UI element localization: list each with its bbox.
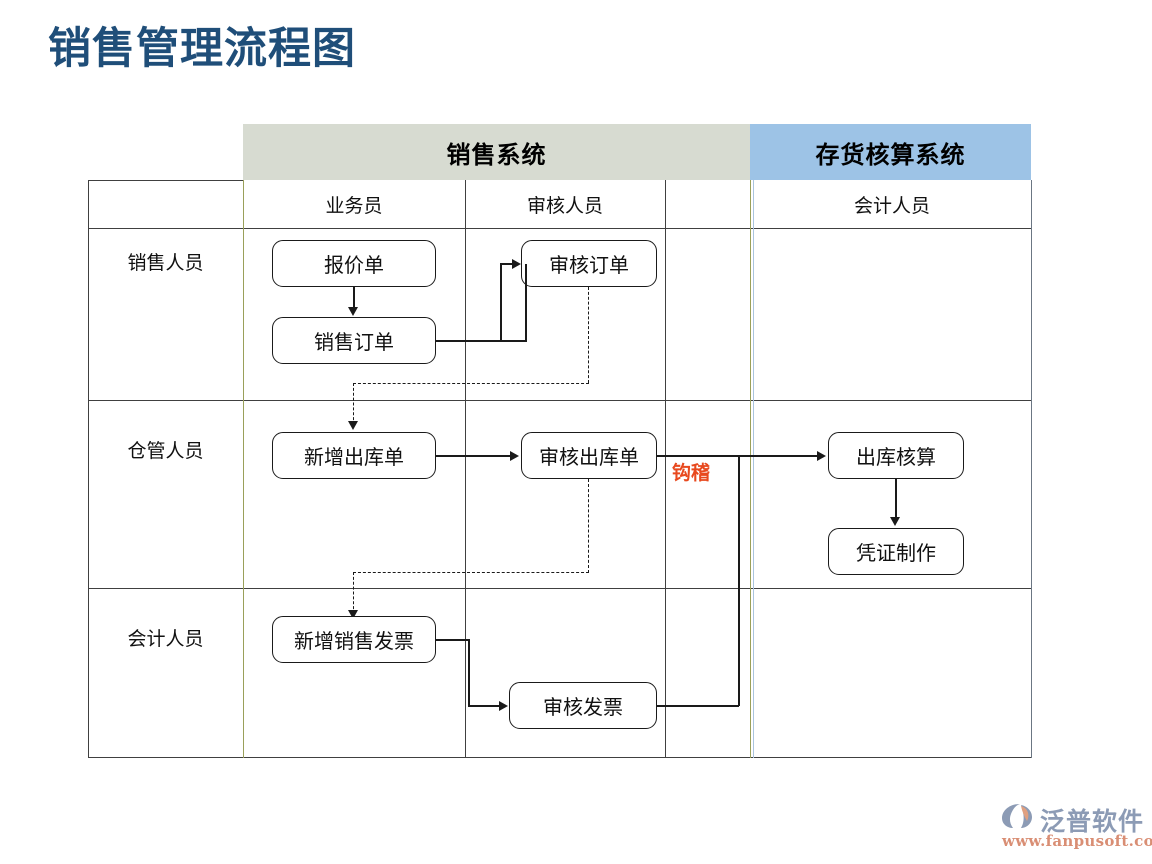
table-row-divider-2 (88, 588, 1032, 589)
node-outbound-accounting-label: 出库核算 (856, 445, 936, 469)
arrowhead-quotation-to-sales-order (348, 307, 358, 316)
row-label-sales-staff: 销售人员 (88, 236, 243, 308)
connector-new-invoice-right (436, 639, 470, 641)
node-voucher-creation[interactable]: 凭证制作 (828, 528, 964, 575)
node-audit-outbound[interactable]: 审核出库单 (521, 432, 657, 479)
fanpu-logo-icon (1002, 804, 1032, 828)
node-sales-order[interactable]: 销售订单 (272, 317, 436, 364)
annotation-reconcile-label: 钩稽 (672, 462, 711, 484)
watermark-brand: 泛普软件 (1040, 807, 1145, 836)
connector-quotation-to-sales-order (353, 287, 355, 308)
node-sales-order-label: 销售订单 (314, 330, 394, 354)
table-col-divider-inventory-left (753, 180, 754, 758)
table-col-divider-sales-left (243, 180, 244, 758)
arrowhead-dashed-to-new-outbound (348, 421, 358, 430)
table-border-right (1031, 180, 1032, 758)
table-row-divider-1 (88, 400, 1032, 401)
node-audit-order[interactable]: 审核订单 (521, 240, 657, 287)
arrowhead-sales-order-to-audit-order (512, 259, 521, 269)
node-outbound-accounting[interactable]: 出库核算 (828, 432, 964, 479)
row-label-accounting-staff-text: 会计人员 (127, 628, 204, 650)
connector-dashed-to-new-outbound (353, 383, 354, 425)
arrowhead-to-outbound-accounting (817, 451, 826, 461)
connector-new-outbound-to-audit-outbound (436, 455, 512, 457)
column-label-spacer (665, 180, 750, 228)
connector-dashed-audit-outbound-down (588, 479, 589, 573)
table-border-bottom (88, 757, 1032, 758)
node-audit-invoice-label: 审核发票 (543, 695, 623, 719)
node-quotation-label: 报价单 (324, 253, 384, 277)
arrowhead-new-outbound-to-audit-outbound (510, 451, 519, 461)
node-audit-invoice[interactable]: 审核发票 (509, 682, 657, 729)
row-label-sales-staff-text: 销售人员 (127, 252, 204, 274)
connector-into-audit-order (500, 263, 514, 265)
annotation-reconcile: 钩稽 (672, 458, 710, 485)
connector-sales-order-up (525, 264, 527, 342)
connector-accounting-to-voucher (895, 479, 897, 519)
arrowhead-to-audit-invoice (499, 701, 508, 711)
column-label-salesperson: 业务员 (243, 180, 465, 228)
column-label-salesperson-text: 业务员 (325, 194, 383, 217)
node-quotation[interactable]: 报价单 (272, 240, 436, 287)
row-label-warehouse-staff: 仓管人员 (88, 424, 243, 496)
table-border-header-bottom (88, 228, 1032, 229)
watermark: 泛普软件 www.fanpusoft.com (998, 800, 1152, 858)
column-label-auditor: 审核人员 (465, 180, 665, 228)
column-label-accountant: 会计人员 (753, 180, 1031, 228)
connector-new-invoice-to-audit-invoice (468, 705, 501, 707)
connector-sales-order-riser (500, 263, 502, 341)
table-border-top-left (88, 180, 244, 181)
node-audit-order-label: 审核订单 (549, 253, 629, 277)
column-label-accountant-text: 会计人员 (853, 194, 930, 217)
arrowhead-dashed-to-new-invoice (348, 610, 358, 619)
system-header-inventory: 存货核算系统 (750, 124, 1031, 180)
node-new-sales-invoice[interactable]: 新增销售发票 (272, 616, 436, 663)
node-new-outbound-label: 新增出库单 (304, 445, 404, 469)
node-voucher-creation-label: 凭证制作 (856, 541, 936, 565)
connector-dashed-audit-outbound-left (353, 572, 589, 573)
connector-dashed-audit-order-left (353, 383, 589, 384)
arrowhead-accounting-to-voucher (890, 517, 900, 526)
node-new-sales-invoice-label: 新增销售发票 (294, 629, 414, 653)
table-col-divider-2 (665, 180, 666, 758)
page-title: 销售管理流程图 (48, 24, 356, 74)
table-col-divider-sales-right (750, 180, 751, 758)
system-header-sales: 销售系统 (243, 124, 750, 180)
watermark-url: www.fanpusoft.com (1002, 832, 1152, 850)
node-new-outbound[interactable]: 新增出库单 (272, 432, 436, 479)
connector-audit-invoice-riser (738, 455, 740, 706)
connector-new-invoice-down (468, 639, 470, 706)
system-header-inventory-label: 存货核算系统 (815, 140, 966, 169)
column-label-auditor-text: 审核人员 (526, 194, 603, 217)
table-border-left (88, 180, 89, 758)
connector-dashed-to-new-invoice (353, 572, 354, 614)
row-label-accounting-staff: 会计人员 (88, 612, 243, 684)
node-audit-outbound-label: 审核出库单 (539, 445, 639, 469)
row-label-warehouse-staff-text: 仓管人员 (127, 440, 204, 462)
table-col-divider-1 (465, 180, 466, 758)
system-header-sales-label: 销售系统 (446, 140, 547, 169)
connector-sales-order-to-riser (436, 340, 502, 342)
connector-dashed-audit-order-down (588, 287, 589, 383)
connector-audit-invoice-right (657, 705, 739, 707)
